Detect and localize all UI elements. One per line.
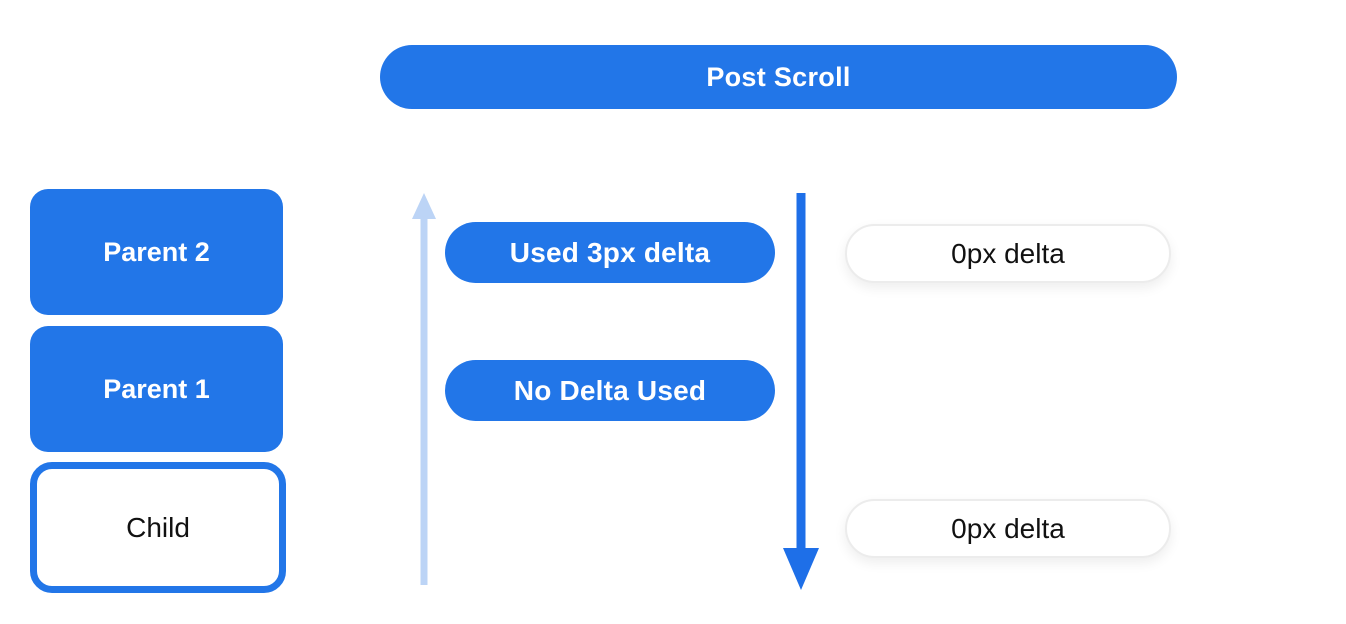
parent-2-box: Parent 2 <box>30 189 283 315</box>
parent-1-box: Parent 1 <box>30 326 283 452</box>
post-scroll-banner: Post Scroll <box>380 45 1177 109</box>
child-box: Child <box>30 462 286 593</box>
scroll-down-arrow-icon <box>783 193 819 590</box>
scroll-up-arrow-icon <box>412 193 436 585</box>
no-delta-pill: No Delta Used <box>445 360 775 421</box>
zero-delta-pill-bottom: 0px delta <box>845 499 1171 558</box>
used-delta-pill: Used 3px delta <box>445 222 775 283</box>
zero-delta-pill-top: 0px delta <box>845 224 1171 283</box>
